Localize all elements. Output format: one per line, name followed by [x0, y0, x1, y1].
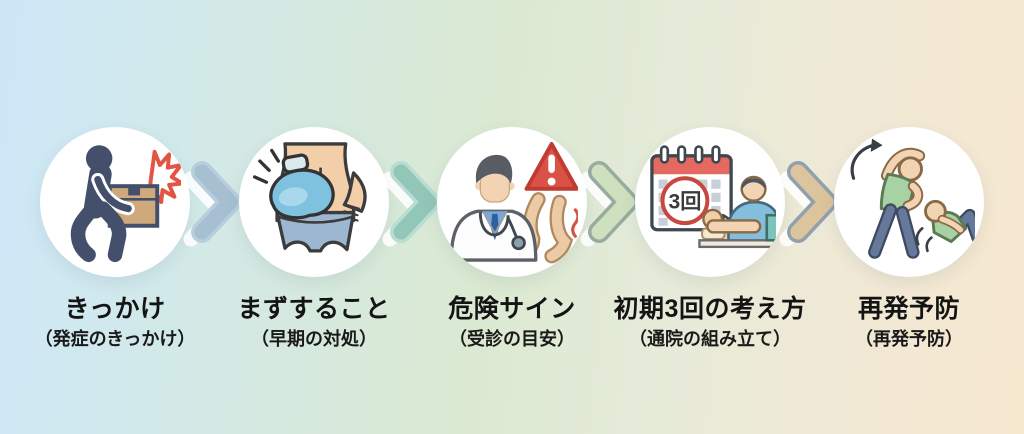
step-subtitle: （再発予防）: [855, 328, 963, 349]
step-title: まずすること: [237, 295, 391, 323]
calendar-icon: 3回: [650, 145, 740, 232]
step-circle: [40, 127, 190, 277]
ice-bag-icon: [269, 153, 335, 220]
calendar-count-text: 3回: [668, 191, 701, 214]
motion-arrow-icon: [850, 138, 883, 180]
step-circle: [834, 127, 984, 277]
step-title: 再発予防: [857, 295, 960, 323]
chevron-right-icon: [580, 161, 638, 247]
chevron-right-icon: [382, 161, 440, 247]
step-title: きっかけ: [64, 295, 166, 323]
step-title: 初期3回の考え方: [613, 295, 807, 323]
step-circle: 3回: [635, 127, 785, 277]
step-first-aid: まずすること （早期の対処）: [204, 127, 424, 349]
calendar-treatment-icon: 3回: [650, 145, 776, 249]
step-subtitle: （受診の目安）: [449, 328, 575, 349]
person-lifting-box-icon: [70, 145, 181, 263]
step-subtitle: （早期の対処）: [251, 328, 377, 349]
step-title: 危険サイン: [448, 295, 576, 323]
doctor-icon: [449, 154, 538, 262]
chevron-right-icon: [183, 161, 241, 247]
stretching-exercise-icon: [850, 138, 975, 259]
step-circle: [437, 127, 587, 277]
ice-pack-on-lower-back-icon: [252, 142, 367, 253]
step-circle: [239, 127, 389, 277]
crunch-person-icon: [915, 199, 975, 253]
step-recurrence-prevention: 再発予防 （再発予防）: [799, 127, 1019, 349]
step-subtitle: （発症のきっかけ）: [34, 328, 196, 349]
doctor-warning-legs-icon: [449, 141, 578, 264]
warning-triangle-icon: [524, 141, 578, 191]
step-subtitle: （通院の組み立て）: [629, 328, 791, 349]
side-stretch-person-icon: [868, 147, 926, 259]
therapist-patient-icon: [698, 175, 776, 249]
step-danger-signs: 危険サイン （受診の目安）: [402, 127, 622, 349]
step-trigger: きっかけ （発症のきっかけ）: [5, 127, 225, 349]
step-initial-three-visits: 3回: [600, 127, 820, 349]
chevron-right-icon: [779, 161, 837, 247]
